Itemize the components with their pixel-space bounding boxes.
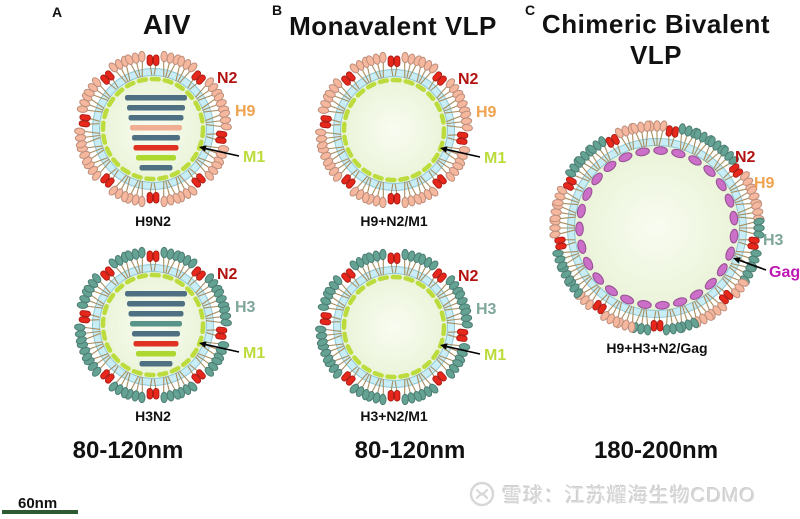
- label-n2: N2: [217, 266, 238, 283]
- label-n2: N2: [735, 149, 756, 166]
- caption-h9-n2-m1: H9+N2/M1: [360, 213, 428, 229]
- label-gag: Gag: [769, 264, 800, 281]
- panel-title-aiv: AIV: [142, 9, 192, 40]
- callout-arrow: [446, 345, 481, 355]
- label-n2: N2: [458, 71, 479, 88]
- label-m1: M1: [243, 345, 265, 362]
- panel-title-c-line1: Chimeric Bivalent: [541, 9, 771, 39]
- label-m1: M1: [484, 150, 506, 167]
- label-m1: M1: [243, 149, 265, 166]
- label-h9: H9: [235, 103, 256, 120]
- callout-arrow: [205, 147, 240, 157]
- size-label-panel-b: 80-120nm: [354, 437, 466, 464]
- size-label-panel-c: 180-200nm: [593, 437, 719, 464]
- watermark-text: 雪球：江苏耀海生物CDMO: [502, 485, 757, 507]
- panel-letter-b: B: [272, 2, 283, 18]
- caption-h9-h3-n2-gag: H9+H3+N2/Gag: [606, 340, 708, 356]
- panel-letter-a: A: [52, 4, 63, 20]
- panel-letter-c: C: [525, 2, 536, 18]
- label-m1: M1: [484, 347, 506, 364]
- watermark: 雪球：江苏耀海生物CDMO: [468, 479, 756, 508]
- caption-h9n2: H9N2: [135, 213, 171, 229]
- label-h3: H3: [763, 232, 784, 249]
- label-h9: H9: [754, 175, 775, 192]
- label-h9: H9: [476, 104, 497, 121]
- caption-h3-n2-m1: H3+N2/M1: [360, 408, 428, 424]
- xueqiu-logo-icon: [469, 481, 495, 506]
- callout-arrow: [446, 148, 481, 158]
- label-n2: N2: [217, 70, 238, 87]
- scalebar-line: [2, 510, 78, 514]
- panel-title-c-line2: VLP: [629, 40, 683, 70]
- label-h3: H3: [235, 299, 256, 316]
- callout-arrow: [739, 259, 767, 271]
- panel-title-chimeric-bivalent-vlp: Chimeric Bivalent VLP: [515, 9, 797, 71]
- callout-arrow: [205, 343, 240, 353]
- size-label-panel-a: 80-120nm: [72, 437, 184, 464]
- label-h3: H3: [476, 301, 497, 318]
- label-n2: N2: [458, 268, 479, 285]
- scalebar-label: 60nm: [18, 495, 58, 512]
- caption-h3n2: H3N2: [135, 408, 171, 424]
- panel-title-monavalent-vlp: Monavalent VLP: [289, 11, 497, 41]
